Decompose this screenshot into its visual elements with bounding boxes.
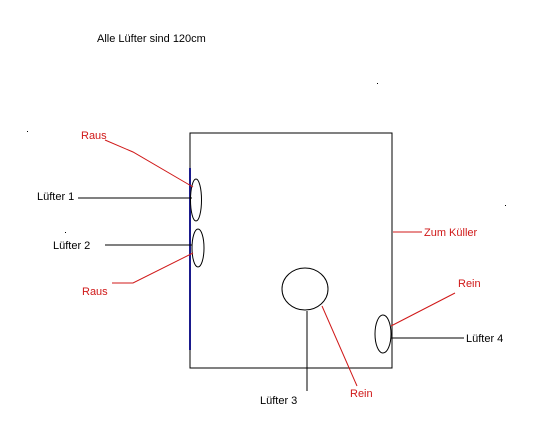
case-outline	[189, 132, 393, 369]
zum-kuehler-label: Zum Küller	[424, 227, 478, 239]
raus-bottom-arrow	[112, 252, 194, 284]
fan-1-label: Lüfter 1	[37, 191, 75, 203]
raus-top-label: Raus	[81, 130, 107, 142]
fan-2-shape	[191, 228, 205, 268]
stray-dot	[505, 205, 506, 206]
stray-dot	[65, 232, 66, 233]
rein-bottom-label: Rein	[350, 388, 373, 400]
rein-right-label: Rein	[458, 278, 481, 290]
rein-bottom-arrow	[321, 305, 358, 387]
fan-3-label: Lüfter 3	[260, 395, 298, 407]
rein-right-arrow	[390, 292, 456, 327]
fan-4-label: Lüfter 4	[466, 333, 504, 345]
fan-2-label: Lüfter 2	[53, 240, 91, 252]
diagram-heading: Alle Lüfter sind 120cm	[97, 33, 206, 45]
stray-dot	[377, 83, 378, 84]
fan-1-shape	[190, 178, 202, 222]
fan-3-shape	[281, 267, 329, 311]
raus-top-arrow	[104, 139, 194, 188]
stray-dot	[27, 131, 28, 132]
raus-bottom-label: Raus	[82, 286, 108, 298]
fan-4-shape	[374, 314, 392, 354]
